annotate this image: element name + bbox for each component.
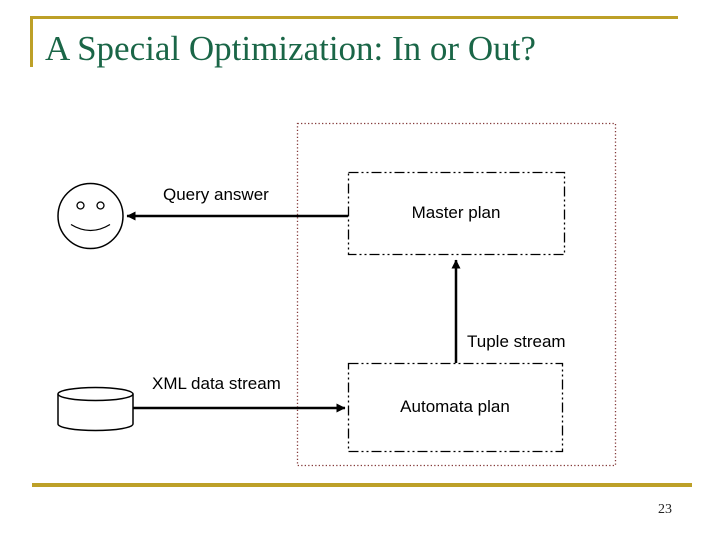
smiley-face-icon	[57, 182, 124, 250]
node-label-automata-plan: Automata plan	[400, 397, 510, 416]
database-cylinder-icon	[57, 386, 134, 432]
footer-accent-rule	[32, 483, 692, 487]
slide-title: A Special Optimization: In or Out?	[45, 29, 536, 68]
edge-label-tuple-stream: Tuple stream	[467, 332, 566, 351]
automata-plan-box	[347, 362, 564, 453]
page-number: 23	[658, 502, 672, 517]
title-accent-rule-top	[30, 16, 678, 19]
node-label-master-plan: Master plan	[411, 203, 501, 222]
edge-label-query-answer: Query answer	[163, 185, 269, 204]
system-boundary-box	[296, 122, 617, 467]
title-accent-rule-left	[30, 16, 33, 67]
edge-label-xml-data-stream: XML data stream	[152, 374, 281, 393]
master-plan-box	[347, 171, 566, 256]
